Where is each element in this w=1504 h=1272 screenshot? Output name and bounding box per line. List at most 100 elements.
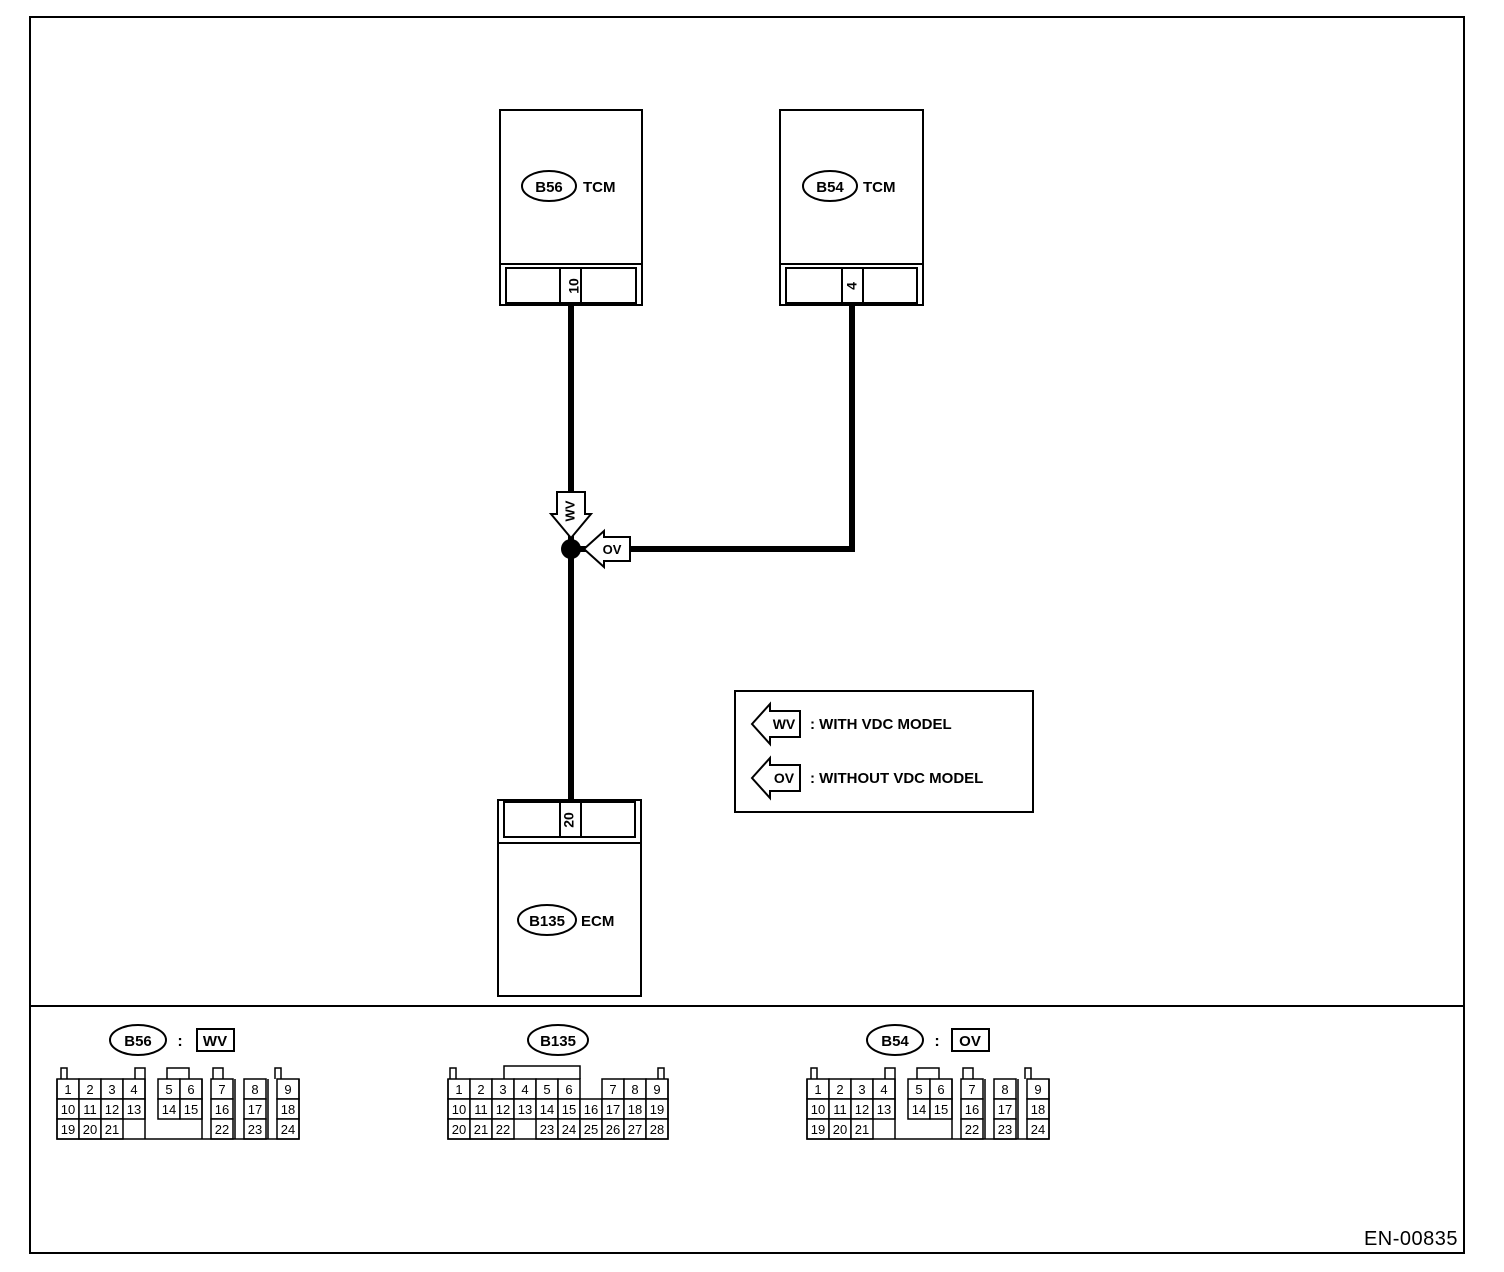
connector-pin: 23	[535, 1118, 559, 1140]
connector-pin: 1	[56, 1078, 80, 1100]
svg-text:26: 26	[606, 1122, 620, 1137]
svg-text:6: 6	[187, 1082, 194, 1097]
svg-text:8: 8	[251, 1082, 258, 1097]
connector-badge	[517, 904, 577, 936]
connector-pin: 20	[828, 1118, 852, 1140]
svg-text:24: 24	[281, 1122, 295, 1137]
connector-pin: 5	[157, 1078, 181, 1100]
svg-text::: :	[177, 1033, 182, 1050]
document-code: EN-00835	[1363, 1228, 1458, 1250]
connector-pin: 1	[806, 1078, 830, 1100]
svg-text:2: 2	[86, 1082, 93, 1097]
svg-text:27: 27	[628, 1122, 642, 1137]
connector-pin: 17	[243, 1098, 267, 1120]
svg-text:15: 15	[934, 1102, 948, 1117]
svg-text:20: 20	[833, 1122, 847, 1137]
connector-pin: 9	[276, 1078, 300, 1100]
tcm-b54-pin: 4	[844, 282, 860, 290]
svg-text:12: 12	[105, 1102, 119, 1117]
connector-pin: 3	[100, 1078, 124, 1100]
svg-text:15: 15	[184, 1102, 198, 1117]
svg-text:16: 16	[215, 1102, 229, 1117]
svg-text:23: 23	[540, 1122, 554, 1137]
svg-text:21: 21	[474, 1122, 488, 1137]
svg-text:19: 19	[650, 1102, 664, 1117]
connector-pin: 20	[78, 1118, 102, 1140]
connector-pin: 4	[122, 1078, 146, 1100]
connector-pin: 4	[513, 1078, 537, 1100]
connector-pin: 8	[993, 1078, 1017, 1100]
svg-text:15: 15	[562, 1102, 576, 1117]
svg-text:18: 18	[281, 1102, 295, 1117]
connector-pin: 3	[491, 1078, 515, 1100]
connector-pin: 13	[872, 1098, 896, 1120]
connector-pin: 14	[907, 1098, 931, 1120]
ecm-b135-connector-id: B135	[529, 913, 565, 930]
tcm-b54-connector-id: B54	[816, 179, 844, 196]
svg-text:3: 3	[858, 1082, 865, 1097]
svg-text:21: 21	[105, 1122, 119, 1137]
connector-pin: 9	[645, 1078, 669, 1100]
svg-text:23: 23	[248, 1122, 262, 1137]
svg-text:18: 18	[1031, 1102, 1045, 1117]
svg-text:3: 3	[499, 1082, 506, 1097]
connector-pin: 20	[447, 1118, 471, 1140]
tcm-b56-label: TCM	[583, 179, 616, 196]
connector-pin: 7	[960, 1078, 984, 1100]
svg-text:16: 16	[965, 1102, 979, 1117]
svg-text:20: 20	[452, 1122, 466, 1137]
connector-pin: 10	[56, 1098, 80, 1120]
svg-text:17: 17	[248, 1102, 262, 1117]
connector-pin: 18	[1026, 1098, 1050, 1120]
connector-pin: 8	[243, 1078, 267, 1100]
svg-text:WV: WV	[562, 500, 577, 521]
connector-pin: 18	[623, 1098, 647, 1120]
svg-text:24: 24	[562, 1122, 576, 1137]
connector-pin: 12	[100, 1098, 124, 1120]
connector-pin: 24	[557, 1118, 581, 1140]
legend: WV : WITH VDC MODEL OV : WITHOUT VDC MOD…	[734, 690, 1034, 813]
connector-pin: 22	[960, 1118, 984, 1140]
connector-pin: 7	[210, 1078, 234, 1100]
svg-text:7: 7	[218, 1082, 225, 1097]
svg-text:14: 14	[540, 1102, 554, 1117]
svg-text:28: 28	[650, 1122, 664, 1137]
connector-pin: 19	[806, 1118, 830, 1140]
connector-pin: 11	[78, 1098, 102, 1120]
svg-text:4: 4	[880, 1082, 887, 1097]
connector-pin: 26	[601, 1118, 625, 1140]
connector-pin: 14	[157, 1098, 181, 1120]
splice-point	[561, 539, 581, 559]
svg-text:16: 16	[584, 1102, 598, 1117]
svg-text:10: 10	[452, 1102, 466, 1117]
svg-text:1: 1	[64, 1082, 71, 1097]
svg-text:22: 22	[965, 1122, 979, 1137]
svg-text:4: 4	[521, 1082, 528, 1097]
svg-text:22: 22	[215, 1122, 229, 1137]
connector-pin: 28	[645, 1118, 669, 1140]
connector-pin: 24	[276, 1118, 300, 1140]
connector-pin: 25	[579, 1118, 603, 1140]
connector-pin: 18	[276, 1098, 300, 1120]
svg-text:13: 13	[518, 1102, 532, 1117]
svg-text:20: 20	[83, 1122, 97, 1137]
tcm-b54-label: TCM	[863, 179, 896, 196]
svg-text:9: 9	[653, 1082, 660, 1097]
connector-view-b135-header: B135	[527, 1024, 589, 1056]
svg-text:6: 6	[937, 1082, 944, 1097]
svg-text:OV: OV	[603, 542, 622, 557]
svg-text:11: 11	[474, 1102, 488, 1117]
ecm-b135-label: ECM	[581, 913, 614, 930]
svg-text::: :	[934, 1033, 939, 1050]
connector-pin: 27	[623, 1118, 647, 1140]
connector-pin: 22	[210, 1118, 234, 1140]
connector-pin: 21	[850, 1118, 874, 1140]
svg-text:17: 17	[998, 1102, 1012, 1117]
svg-text:22: 22	[496, 1122, 510, 1137]
svg-text:1: 1	[814, 1082, 821, 1097]
svg-text:11: 11	[833, 1102, 847, 1117]
svg-text:WV: WV	[203, 1033, 227, 1050]
